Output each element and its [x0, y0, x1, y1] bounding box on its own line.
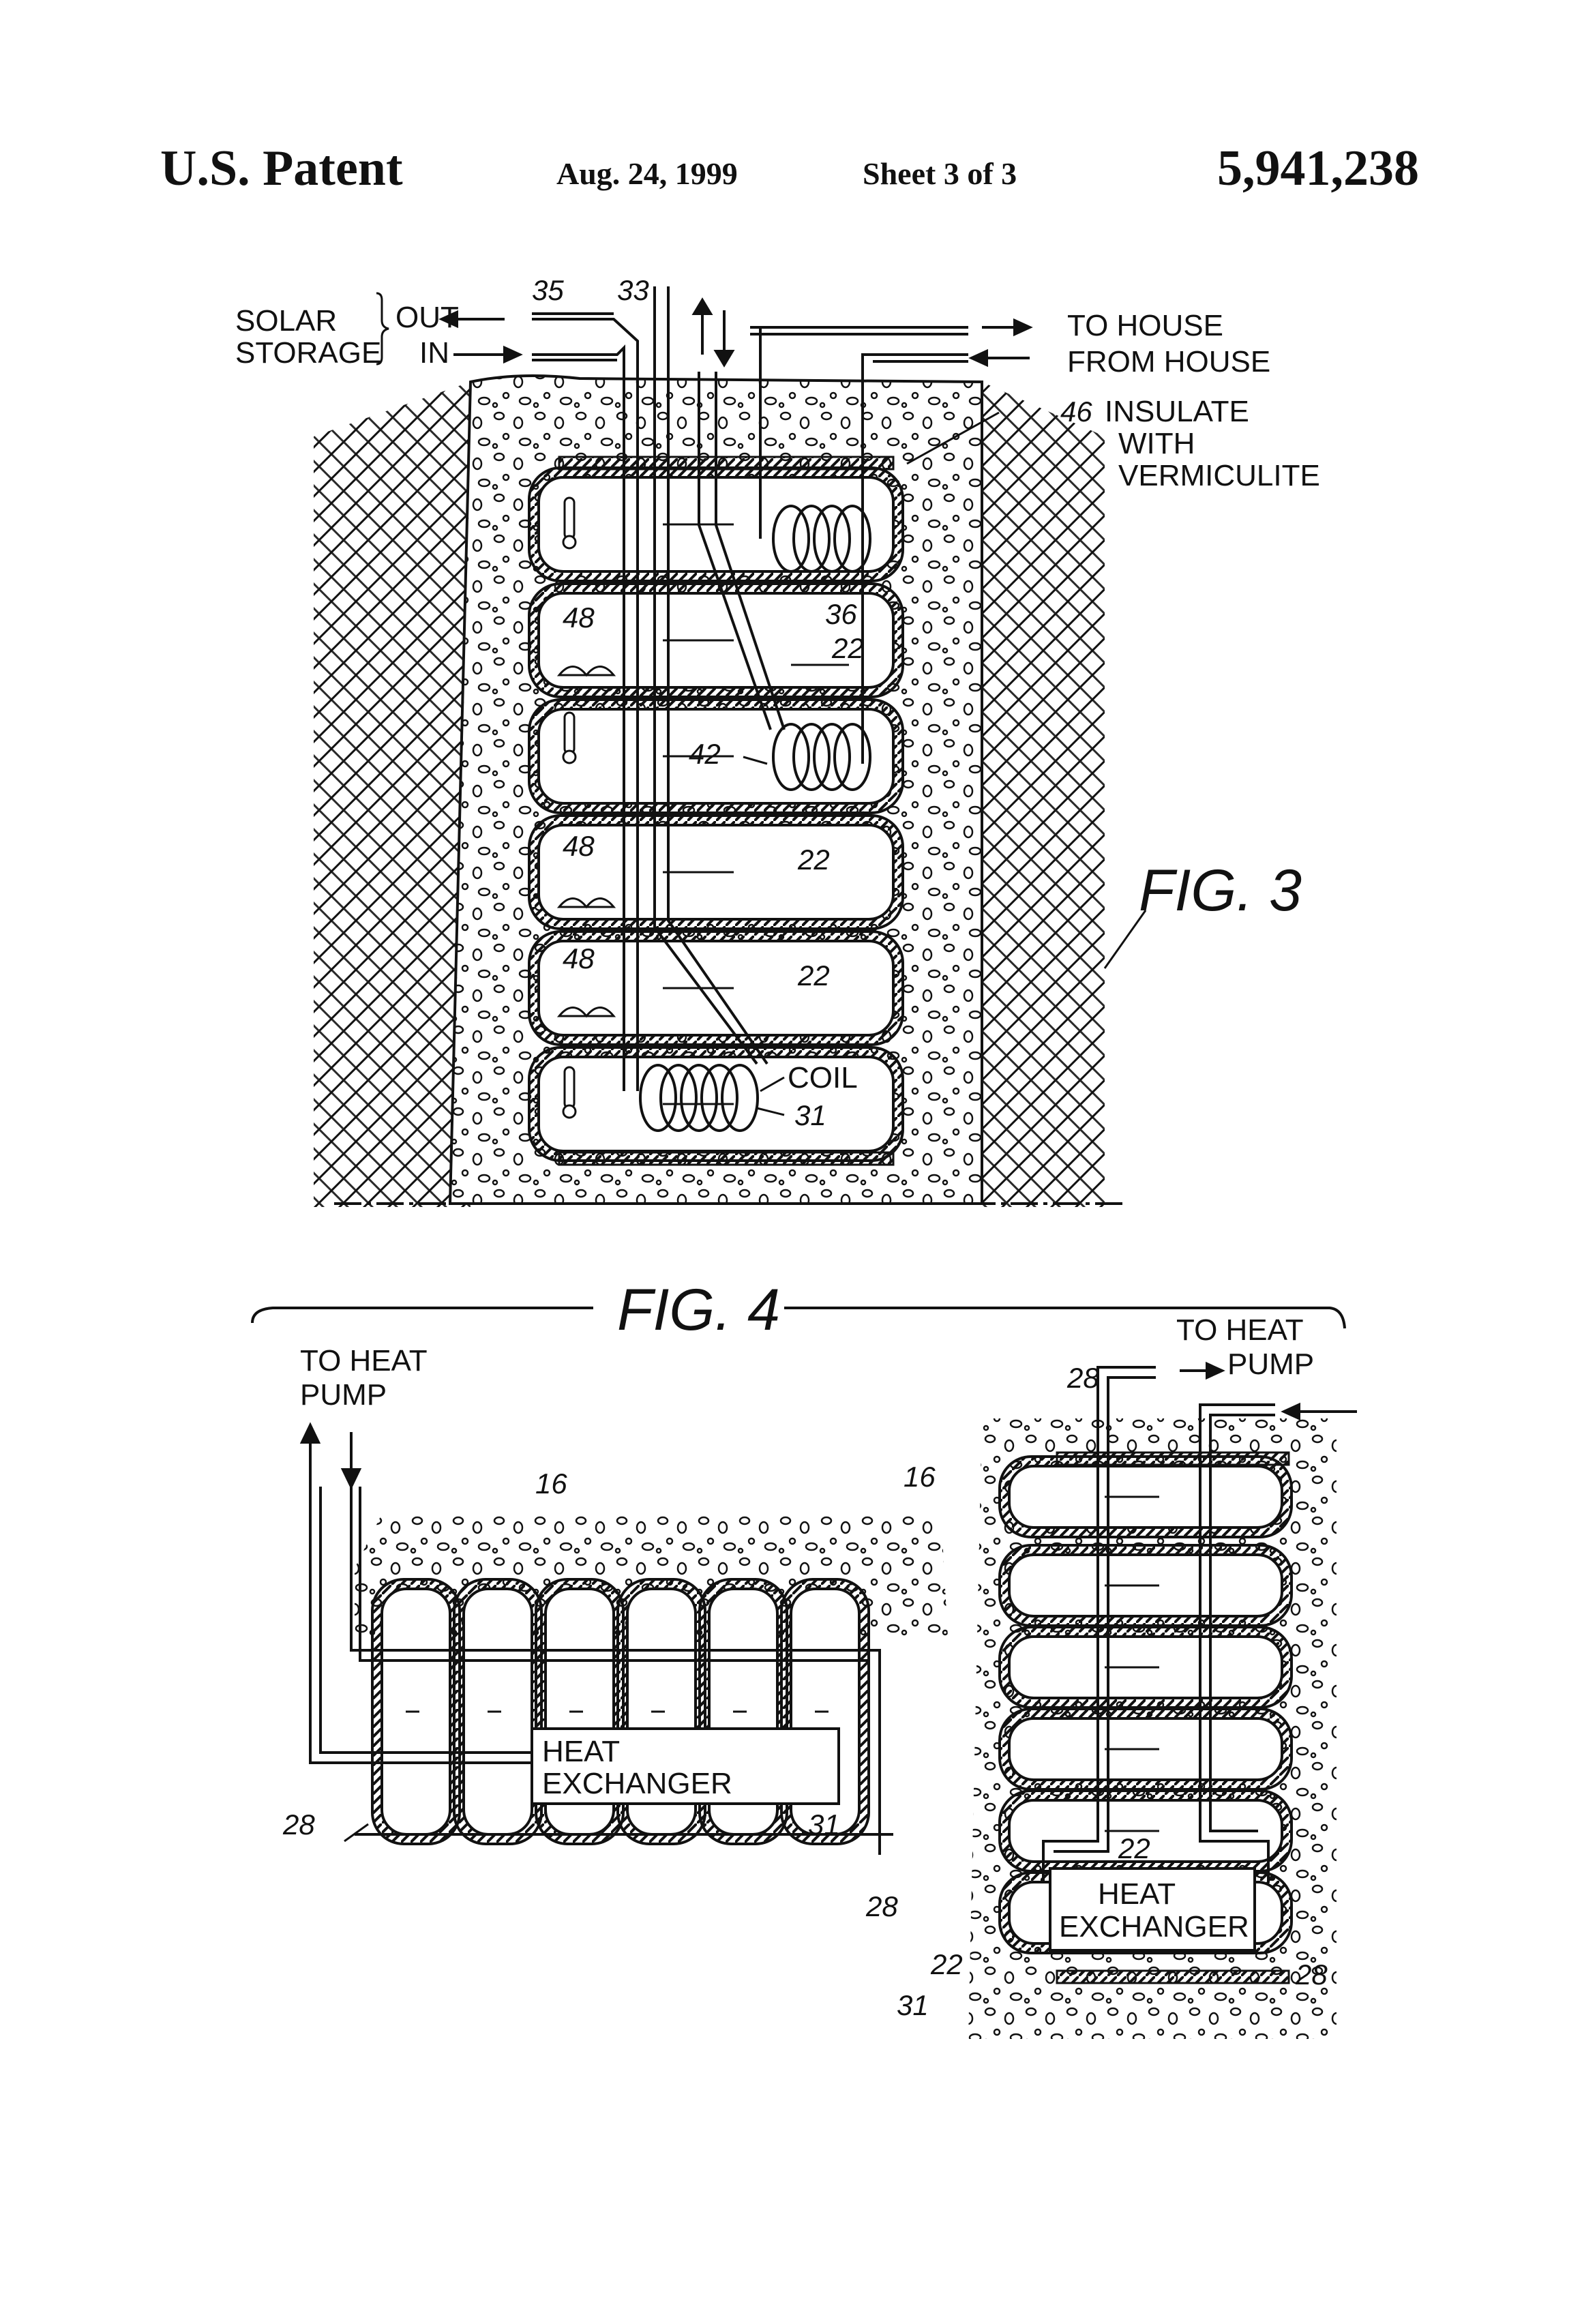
thermometer-icon — [563, 498, 576, 548]
ref-46: 46 — [1060, 396, 1092, 428]
to-heat-label: TO HEAT — [300, 1344, 428, 1377]
ref-42: 42 — [689, 738, 721, 770]
ref-22: 22 — [930, 1948, 963, 1980]
ref-31: 31 — [794, 1099, 826, 1131]
ref-31: 31 — [897, 1989, 929, 2021]
fig3-diagram: SOLAR STORAGE OUT IN TO HOUSE FROM HOUSE… — [235, 274, 1320, 1207]
ref-48: 48 — [563, 601, 595, 634]
solar-label: SOLAR — [235, 304, 337, 338]
ref-22: 22 — [797, 959, 830, 992]
thermometer-icon — [563, 713, 576, 763]
fig3-title: FIG. 3 — [1139, 858, 1302, 923]
coil-label: COIL — [788, 1061, 858, 1094]
ref-48: 48 — [563, 830, 595, 862]
he-label-2: EXCHANGER — [1059, 1910, 1249, 1943]
fig4-diagram: FIG. 4 HEAT EXCHANGER TO HEAT PUMP 16 28… — [252, 1277, 1357, 2039]
ref-28: 28 — [1066, 1362, 1099, 1394]
arrow-up-icon — [302, 1425, 318, 1442]
insulate-label: INSULATE — [1105, 395, 1249, 428]
from-house-label: FROM HOUSE — [1067, 345, 1270, 378]
he-label-1: HEAT — [1098, 1877, 1176, 1911]
ref-22: 22 — [831, 632, 864, 664]
ref-33: 33 — [617, 274, 649, 306]
vermiculite-label: VERMICULITE — [1118, 459, 1320, 492]
thermometer-icon — [563, 1067, 576, 1118]
to-house-label: TO HOUSE — [1067, 309, 1223, 342]
pump-label-right: PUMP — [1227, 1347, 1314, 1381]
arrow-right-icon — [1207, 1364, 1222, 1377]
ref-16: 16 — [535, 1468, 567, 1500]
to-heat-label-right: TO HEAT — [1176, 1313, 1304, 1347]
ref-22: 22 — [1118, 1832, 1150, 1864]
ref-16: 16 — [904, 1461, 936, 1493]
fig4-title: FIG. 4 — [617, 1277, 780, 1343]
ref-22: 22 — [797, 844, 830, 876]
he-label-2: EXCHANGER — [542, 1767, 732, 1800]
ref-28: 28 — [282, 1808, 315, 1841]
storage-label: STORAGE — [235, 336, 381, 370]
ref-31: 31 — [808, 1808, 840, 1841]
ref-28: 28 — [1295, 1958, 1328, 1991]
in-label: IN — [419, 336, 449, 370]
ref-48: 48 — [563, 942, 595, 974]
with-label: WITH — [1118, 427, 1195, 460]
ref-36: 36 — [825, 598, 857, 630]
ref-28: 28 — [865, 1890, 898, 1922]
he-label-1: HEAT — [542, 1735, 620, 1768]
arrow-down-icon — [343, 1470, 359, 1487]
out-label: OUT — [395, 301, 459, 334]
pump-label: PUMP — [300, 1378, 387, 1412]
ref-35: 35 — [532, 274, 564, 306]
